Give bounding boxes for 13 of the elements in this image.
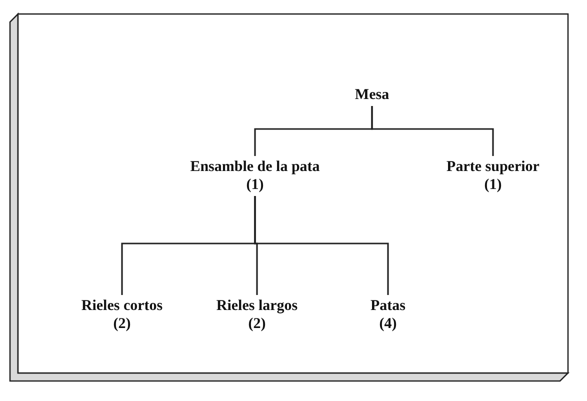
part-name: Rieles largos (216, 297, 298, 315)
part-name: Mesa (354, 86, 390, 104)
connector-line (371, 106, 494, 156)
quantity-label: (1) (245, 176, 265, 194)
part-name: Parte superior (446, 158, 540, 176)
quantity-label: (2) (247, 315, 267, 333)
quantity-label: (4) (378, 315, 398, 333)
quantity-label: (1) (483, 176, 503, 194)
connector-line (254, 196, 389, 295)
part-name: Ensamble de la pata (190, 158, 320, 176)
part-name: Rieles cortos (81, 297, 163, 315)
quantity-label: (2) (112, 315, 132, 333)
part-name: Patas (370, 297, 406, 315)
